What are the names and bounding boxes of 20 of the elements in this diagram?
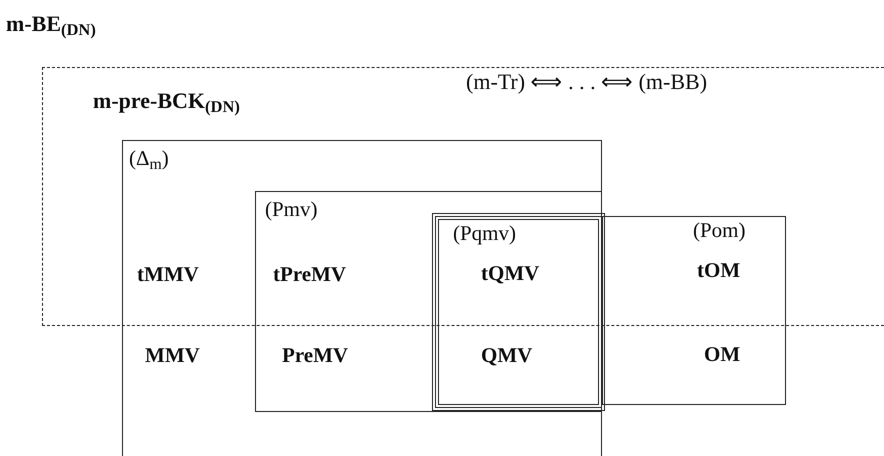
region-box [602,216,786,405]
diagram-title: m-BE$_{(DN)}$ [6,10,96,38]
dashed-region [42,67,884,326]
region-label: (Pmv) [265,196,318,222]
class-label: MMV [145,342,200,368]
equivalence-note: (m-Tr) ⟺ . . . ⟺ (m-BB) [466,68,708,96]
region-label: (Pqmv) [453,220,516,246]
region-box [255,191,602,412]
region-box [122,140,602,456]
region-box [435,216,602,408]
class-label: QMV [481,342,532,368]
class-label: PreMV [282,342,348,368]
region-label: (Pom) [693,217,746,243]
class-label: tOM [697,257,740,283]
class-label: OM [704,341,740,367]
class-label: tPreMV [273,261,346,287]
region-title: m-pre-BCK$_{(DN)}$ [93,88,240,114]
class-label: tQMV [481,260,540,286]
region-label: (Δ$_{m}$) [129,145,169,171]
class-label: tMMV [137,261,199,287]
